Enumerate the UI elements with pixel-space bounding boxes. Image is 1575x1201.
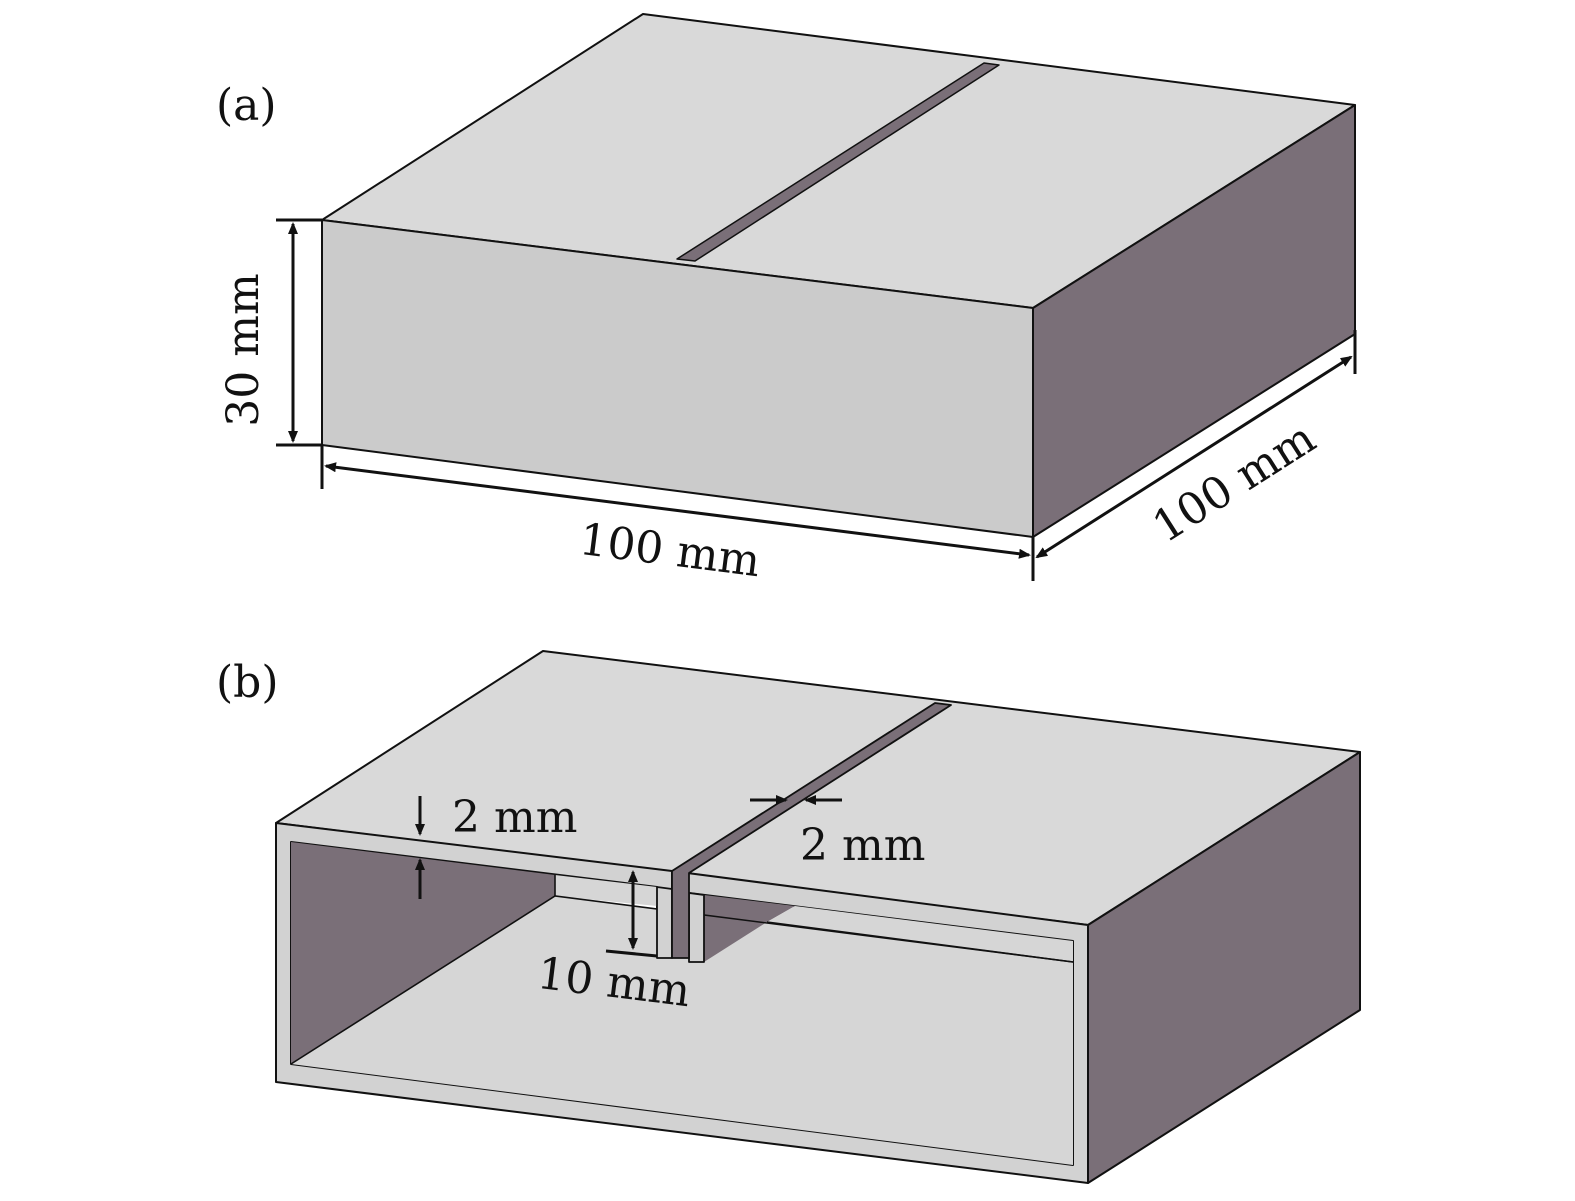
dim-a-width-label: 100 mm <box>577 514 763 587</box>
dim-b-wall-label: 2 mm <box>452 792 577 843</box>
panel-a: (a) 30 mm 100 mm 100 mm <box>216 13 1357 587</box>
box-b-slot <box>671 702 952 959</box>
dim-b-fin-ext <box>605 949 658 958</box>
dim-a-height-label: 30 mm <box>218 273 269 426</box>
panel-b: (b) 2 mm <box>216 650 1361 1184</box>
box-b-right-fin <box>688 892 705 963</box>
box-b-left-fin <box>656 886 673 959</box>
dim-b-slot-label: 2 mm <box>800 820 925 871</box>
panel-b-label: (b) <box>216 657 279 708</box>
panel-a-label: (a) <box>216 80 277 131</box>
dim-a-width-arrow <box>324 462 1031 559</box>
box-b-cavity <box>290 842 1074 1165</box>
box-a-slot <box>676 62 1000 262</box>
dim-a-depth-arrow <box>1035 355 1353 559</box>
